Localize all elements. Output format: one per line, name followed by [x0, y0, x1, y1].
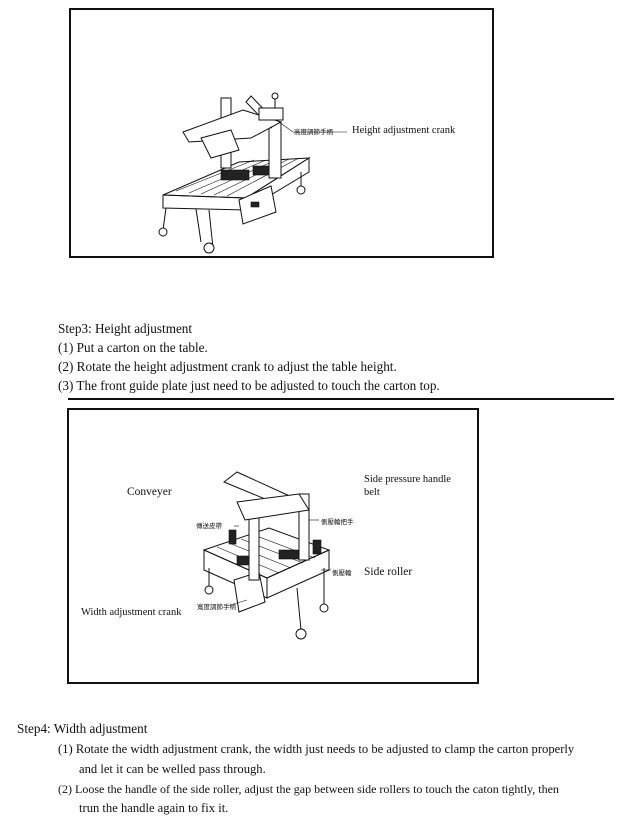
- carton-sealer-drawing-bottom: [202, 471, 331, 640]
- label-belt-zh: 傳送皮帶: [196, 523, 222, 530]
- label-side-roller-zh: 側壓輪: [332, 570, 352, 577]
- step4-title: Step4: Width adjustment: [17, 721, 148, 736]
- carton-sealer-drawing-top: [158, 92, 347, 254]
- label-belt: belt: [364, 487, 380, 498]
- step3-title: Step3: Height adjustment: [58, 321, 193, 336]
- step4-item-2-line-1: (2) Loose the handle of the side roller,…: [58, 782, 559, 796]
- step3-item-3: (3) The front guide plate just need to b…: [58, 378, 440, 393]
- divider-rule: [68, 398, 614, 400]
- label-conveyer: Conveyer: [127, 486, 172, 498]
- label-height-crank-zh: 高度調節手柄: [294, 129, 333, 136]
- figure-width-adjustment: Conveyer Side pressure handle belt 傳送皮帶 …: [67, 408, 479, 684]
- label-height-crank: Height adjustment crank: [352, 125, 456, 136]
- label-width-crank: Width adjustment crank: [81, 607, 182, 618]
- label-width-crank-zh: 寬度調節手柄: [197, 604, 236, 611]
- label-side-pressure-handle: Side pressure handle: [364, 474, 451, 485]
- step4-item-1-line-1: (1) Rotate the width adjustment crank, t…: [58, 742, 575, 756]
- label-side-handle-zh: 側壓輪把手: [321, 519, 354, 526]
- step4-item-2-line-2: trun the handle again to fix it.: [79, 801, 229, 815]
- step4-item-1-line-2: and let it can be welled pass through.: [79, 762, 266, 776]
- step3-item-1: (1) Put a carton on the table.: [58, 340, 208, 355]
- label-side-roller: Side roller: [364, 566, 413, 578]
- step3-item-2: (2) Rotate the height adjustment crank t…: [58, 359, 397, 374]
- figure-height-adjustment: 高度調節手柄 Height adjustment crank: [69, 8, 494, 258]
